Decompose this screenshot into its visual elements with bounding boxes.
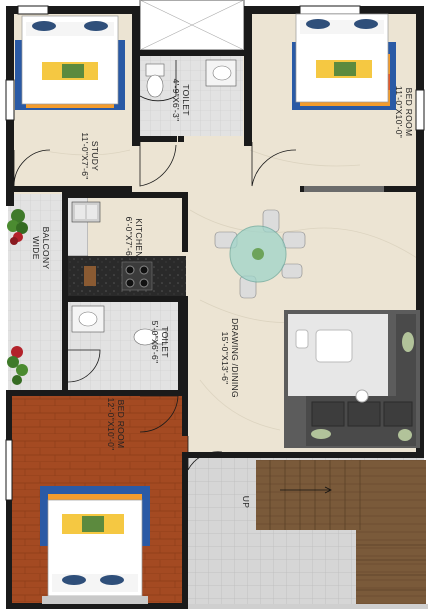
room-name: TOILET: [181, 84, 191, 116]
stairs-label: UP: [241, 495, 251, 509]
room-name: KITCHEN: [134, 218, 144, 258]
bed-top-right: [292, 13, 396, 110]
room-label-bed-room-top-right: BED ROOM 11'-0"X10'-0": [390, 72, 414, 152]
room-name: BED ROOM: [404, 87, 414, 137]
dining-set: [214, 209, 306, 299]
room-size: 6'-0"X7'-6": [124, 216, 134, 260]
room-label-toilet-top: TOILET 4'-9"X6'-3": [167, 65, 191, 135]
room-size: 5'-0"X6'-6": [150, 320, 160, 364]
plant-icon-bottom: [7, 346, 28, 385]
stair-steps: [256, 460, 426, 530]
room-label-kitchen: KITCHEN 6'-0"X7'-6": [120, 200, 144, 276]
room-size: 12'-0"X10'-0": [106, 397, 116, 451]
door-swings: [13, 60, 297, 471]
toilet-top-fixtures: [145, 59, 237, 98]
room-label-bed-room-bottom: BED ROOM 12'-0"X10'-0": [102, 376, 126, 472]
bed-top-left: [15, 15, 125, 110]
room-name: BALCONY: [41, 226, 51, 270]
room-label-drawing-dining: DRAWING /DINING 15'-0"X13'-6": [216, 298, 240, 418]
kitchen-fixtures: [71, 201, 153, 291]
room-size: WIDE: [31, 236, 41, 260]
room-size: 4'-9"X6'-3": [171, 78, 181, 122]
room-label-balcony: BALCONY WIDE: [27, 213, 51, 283]
room-size: 11'-0"X7'-6": [80, 132, 90, 180]
plant-icon-top: [7, 209, 28, 245]
sofa-set: [284, 310, 420, 448]
room-name: TOILET: [160, 326, 170, 358]
stairs-up-label: UP: [239, 487, 251, 517]
room-label-study: STUDY 11'-0"X7'-6": [76, 116, 100, 196]
toilet-middle-fixtures: [71, 305, 167, 346]
stair-steps-lower: [356, 530, 426, 609]
room-size: 15'-0"X13'-6": [220, 331, 230, 385]
room-label-toilet-middle: TOILET 5'-0"X6'-6": [146, 304, 170, 380]
room-name: BED ROOM: [116, 399, 126, 449]
kitchen-floor: [88, 198, 184, 256]
room-name: STUDY: [90, 140, 100, 172]
room-size: 11'-0"X10'-0": [394, 85, 404, 139]
bed-bottom: [40, 486, 150, 604]
room-name: DRAWING /DINING: [230, 318, 240, 398]
